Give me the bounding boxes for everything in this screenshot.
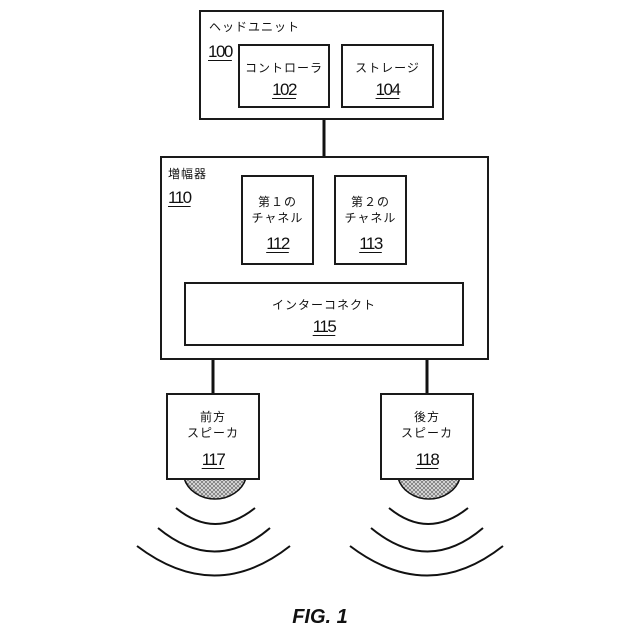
rear-speaker-box: 後方 スピーカ 118 [380,393,474,480]
interconnect-ref: 115 [186,317,462,337]
amplifier-label: 増幅器 [168,165,207,182]
front-speaker-box: 前方 スピーカ 117 [166,393,260,480]
channel1-label-line1: 第１の [243,194,312,211]
interconnect-label: インターコネクト [186,296,462,313]
channel2-label-line1: 第２の [336,194,405,211]
channel2-ref: 113 [336,234,405,254]
head-unit-label: ヘッドユニット [209,18,300,35]
rear-speaker-label-line1: 後方 [382,409,472,426]
interconnect-box: インターコネクト 115 [184,282,464,346]
rear-speaker-ref: 118 [382,450,472,470]
rear-speaker-cone [398,478,460,499]
storage-label: ストレージ [343,59,432,76]
front-speaker-label-line1: 前方 [168,409,258,426]
controller-box: コントローラ 102 [238,44,330,108]
channel1-box: 第１の チャネル 112 [241,175,314,265]
rear-speaker-label-line2: スピーカ [382,425,472,442]
amplifier-ref: 110 [168,188,191,208]
front-speaker-cone [184,478,246,499]
channel1-label-line2: チャネル [243,210,312,227]
channel1-ref: 112 [243,234,312,254]
rear-sound-waves [350,508,503,576]
storage-ref: 104 [343,80,432,100]
channel2-label-line2: チャネル [336,210,405,227]
front-sound-waves [137,508,290,576]
head-unit-ref: 100 [208,42,232,62]
figure-caption: FIG. 1 [0,606,640,629]
controller-ref: 102 [240,80,328,100]
front-speaker-label-line2: スピーカ [168,425,258,442]
controller-label: コントローラ [240,59,328,76]
channel2-box: 第２の チャネル 113 [334,175,407,265]
storage-box: ストレージ 104 [341,44,434,108]
front-speaker-ref: 117 [168,450,258,470]
